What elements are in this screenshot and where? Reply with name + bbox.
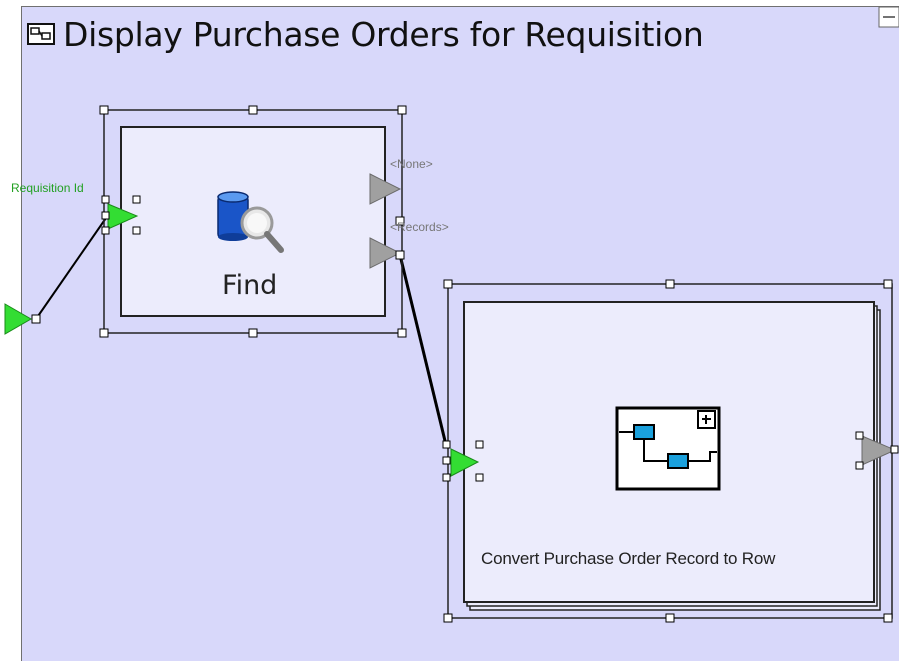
connector-records-to-convert[interactable] [398, 254, 448, 446]
find-node-selection-handles[interactable] [99, 105, 407, 338]
convert-input-port[interactable] [442, 440, 484, 482]
requisition-id-label: Requisition Id [11, 181, 84, 195]
workflow-icon [27, 22, 55, 46]
connector-input-to-find[interactable] [35, 217, 107, 320]
find-node-label: Find [222, 270, 278, 301]
workflow-title: Display Purchase Orders for Requisition [63, 14, 704, 54]
port-label-none: <None> [390, 157, 433, 171]
find-output-port-records[interactable] [369, 216, 405, 269]
collapse-button[interactable] [878, 6, 899, 28]
convert-output-port[interactable] [855, 431, 899, 470]
workflow-title-bar: Display Purchase Orders for Requisition [27, 12, 704, 56]
find-input-port[interactable] [101, 195, 141, 235]
convert-node-label: Convert Purchase Order Record to Row [481, 549, 776, 568]
workflow-input-port[interactable] [4, 303, 41, 335]
port-label-records: <Records> [390, 220, 449, 234]
database-search-icon [217, 191, 284, 253]
convert-node-selection-handles[interactable] [443, 279, 893, 623]
subflow-icon [615, 406, 721, 491]
find-output-port-none[interactable] [369, 173, 402, 205]
